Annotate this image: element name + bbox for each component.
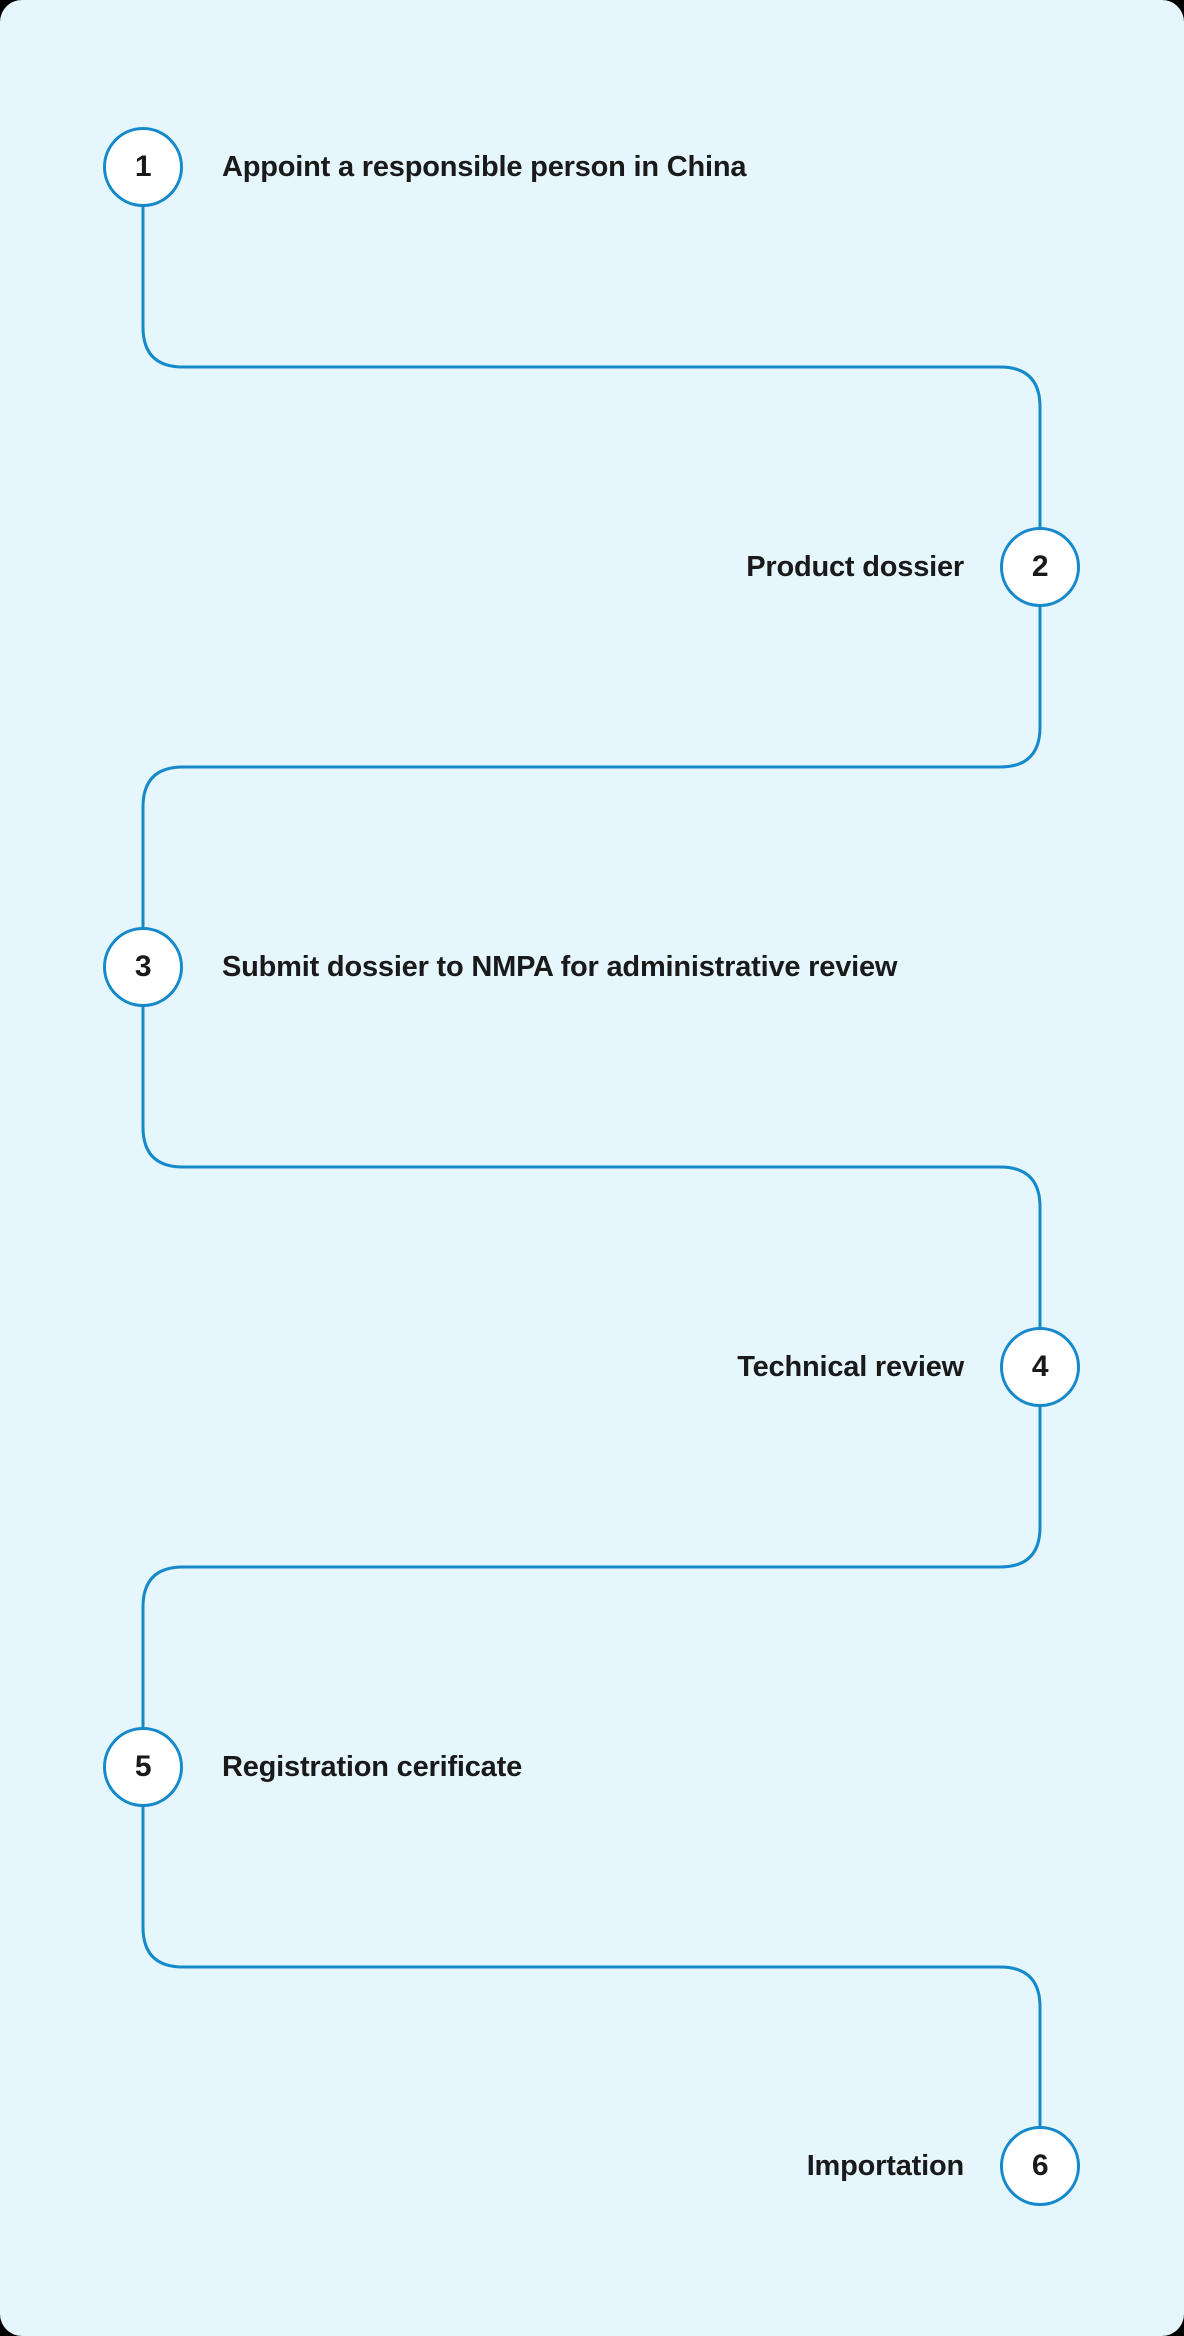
- step-3-label: Submit dossier to NMPA for administrativ…: [222, 951, 898, 983]
- step-2-number: 2: [1031, 550, 1049, 583]
- step-3-number: 3: [134, 950, 152, 983]
- step-5-badge: 5: [103, 1727, 183, 1807]
- step-1-label: Appoint a responsible person in China: [222, 151, 747, 183]
- step-5-label: Registration cerificate: [222, 1751, 522, 1783]
- step-2-label: Product dossier: [746, 551, 964, 583]
- connector-step4-step5: [141, 1407, 1042, 1727]
- connector-step3-step4: [141, 1007, 1042, 1327]
- connector-step5-step6: [141, 1807, 1042, 2126]
- connector-step1-step2: [141, 207, 1042, 527]
- step-2-badge: 2: [1000, 527, 1080, 607]
- step-4-badge: 4: [1000, 1327, 1080, 1407]
- step-3-badge: 3: [103, 927, 183, 1007]
- step-1-badge: 1: [103, 127, 183, 207]
- step-5-number: 5: [134, 1750, 152, 1783]
- step-4-label: Technical review: [737, 1351, 964, 1383]
- step-6-badge: 6: [1000, 2126, 1080, 2206]
- step-4-number: 4: [1031, 1350, 1049, 1383]
- connector-step2-step3: [141, 607, 1042, 927]
- step-6-number: 6: [1031, 2149, 1049, 2182]
- step-1-number: 1: [134, 150, 152, 183]
- step-6-label: Importation: [806, 2150, 964, 2182]
